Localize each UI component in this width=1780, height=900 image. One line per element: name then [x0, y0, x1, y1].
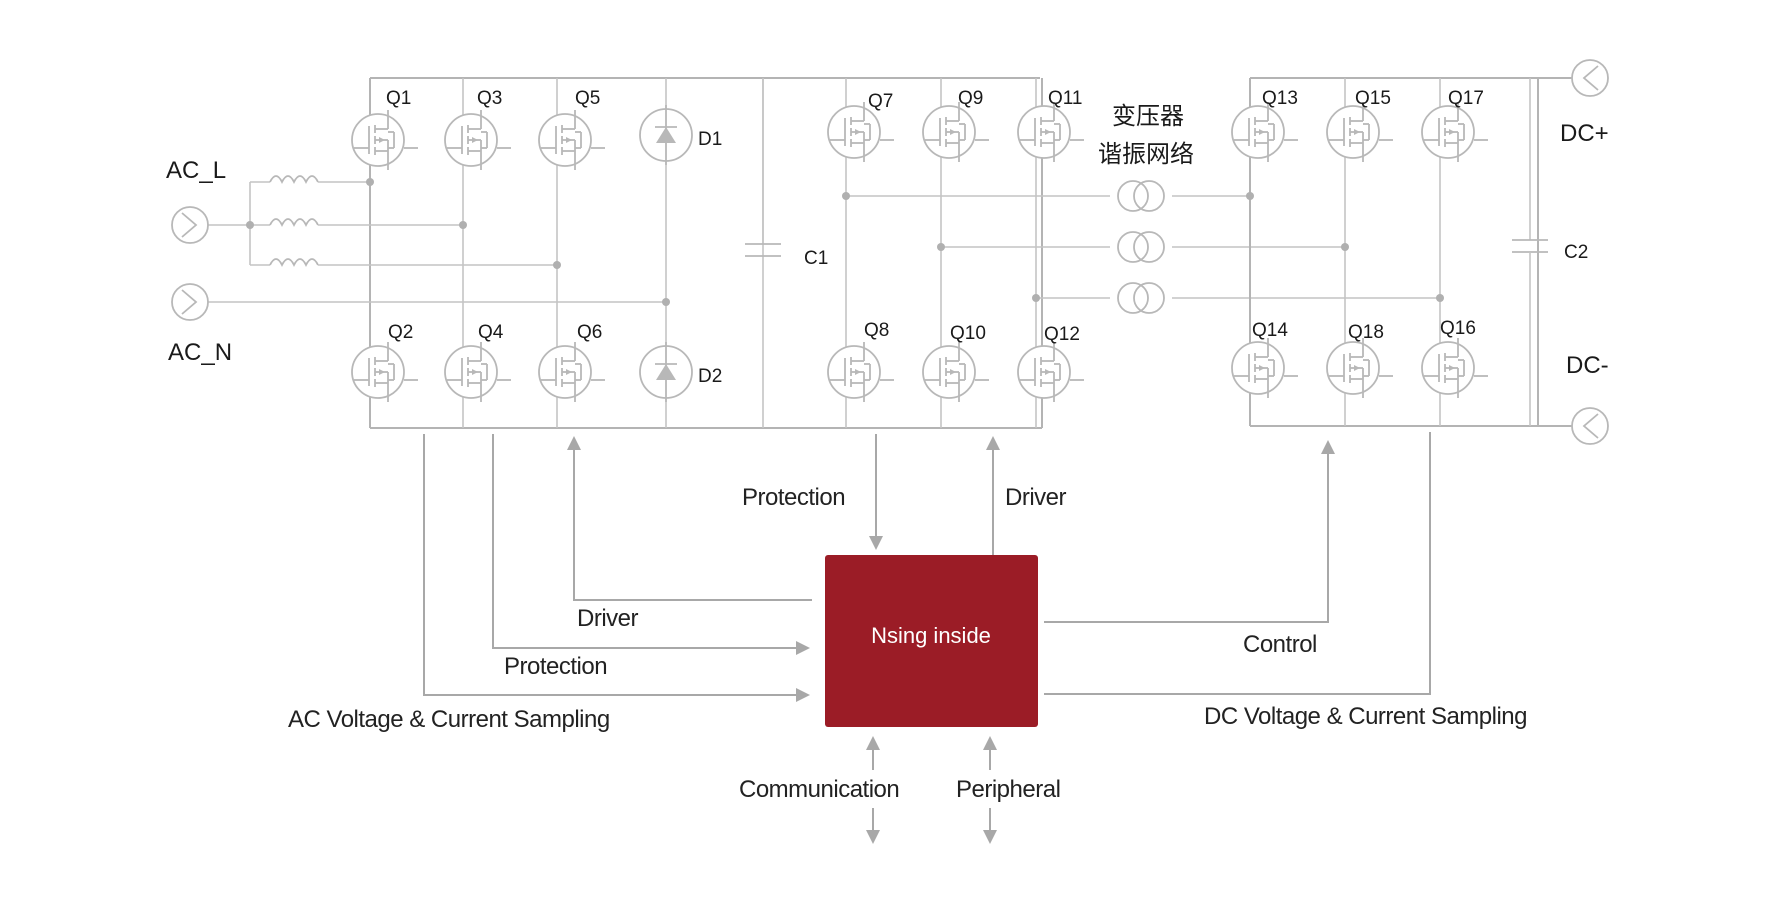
dc-minus-terminal-icon: [1571, 407, 1609, 445]
ac-l-label: AC_L: [166, 157, 226, 184]
communication-label: Communication: [739, 776, 899, 803]
communication-up-arrow-icon: [866, 736, 880, 750]
q6-label: Q6: [577, 322, 602, 343]
controller-box: [825, 555, 1038, 727]
q13-label: Q13: [1262, 88, 1298, 109]
protection-right-arrow-icon: [796, 641, 810, 655]
dc-plus-label: DC+: [1560, 120, 1609, 147]
q14-mosfet-icon: [1231, 337, 1299, 399]
driver-left-label: Driver: [577, 605, 639, 632]
protection-top-label: Protection: [742, 484, 845, 511]
protection-down-arrow-icon: [869, 536, 883, 550]
q10-mosfet-icon: [922, 341, 990, 403]
q13-mosfet-icon: [1231, 101, 1299, 163]
c1-capacitor-icon: [745, 78, 781, 257]
driver-up-arrow-icon: [986, 436, 1000, 450]
peripheral-up-arrow-icon: [983, 736, 997, 750]
q9-label: Q9: [958, 88, 983, 109]
q16-label: Q16: [1440, 318, 1476, 339]
q15-mosfet-icon: [1326, 101, 1394, 163]
communication-down-arrow-icon: [866, 830, 880, 844]
q17-mosfet-icon: [1421, 101, 1489, 163]
q4-mosfet-icon: [444, 341, 512, 403]
protection-left-label: Protection: [504, 653, 607, 680]
transformer-title: 变压器: [1112, 102, 1184, 130]
d1-diode-icon: [639, 104, 693, 166]
dc-plus-terminal-icon: [1571, 59, 1609, 97]
q3-mosfet-icon: [444, 109, 512, 171]
q16-mosfet-icon: [1421, 337, 1489, 399]
driver-left-arrow-icon: [567, 436, 581, 450]
q11-mosfet-icon: [1017, 101, 1085, 163]
transformer-1-icon: [1117, 180, 1165, 212]
c1-label: C1: [804, 248, 828, 269]
peripheral-down-arrow-icon: [983, 830, 997, 844]
q10-label: Q10: [950, 323, 986, 344]
q18-label: Q18: [1348, 322, 1384, 343]
ac-bridge: [190, 77, 1043, 429]
q14-label: Q14: [1252, 320, 1288, 341]
q3-label: Q3: [477, 88, 502, 109]
dc-sampling-label: DC Voltage & Current Sampling: [1204, 703, 1527, 730]
d2-label: D2: [698, 366, 722, 387]
ac-sampling-arrow-icon: [796, 688, 810, 702]
q1-label: Q1: [386, 88, 411, 109]
peripheral-label: Peripheral: [956, 776, 1060, 803]
q1-mosfet-icon: [351, 109, 419, 171]
q7-label: Q7: [868, 91, 893, 112]
d2-diode-icon: [639, 341, 693, 403]
c2-capacitor-icon: [1512, 78, 1548, 426]
dc-minus-label: DC-: [1566, 352, 1609, 379]
ac-n-terminal-icon: [171, 283, 209, 321]
transformer-3-icon: [1117, 282, 1165, 314]
q8-mosfet-icon: [827, 341, 895, 403]
ac-n-label: AC_N: [168, 339, 232, 366]
q2-mosfet-icon: [351, 341, 419, 403]
ac-sampling-label: AC Voltage & Current Sampling: [288, 706, 610, 733]
control-label: Control: [1243, 631, 1317, 658]
q12-mosfet-icon: [1017, 341, 1085, 403]
d1-label: D1: [698, 129, 722, 150]
q9-mosfet-icon: [922, 101, 990, 163]
q8-label: Q8: [864, 320, 889, 341]
q12-label: Q12: [1044, 324, 1080, 345]
q15-label: Q15: [1355, 88, 1391, 109]
q6-mosfet-icon: [538, 341, 606, 403]
q18-mosfet-icon: [1326, 337, 1394, 399]
q11-label: Q11: [1048, 88, 1083, 109]
driver-top-label: Driver: [1005, 484, 1067, 511]
q5-label: Q5: [575, 88, 600, 109]
signal-lines: [423, 432, 1431, 844]
controller-label: Nsing inside: [871, 623, 991, 648]
ac-l-terminal-icon: [171, 206, 209, 244]
q2-label: Q2: [388, 322, 413, 343]
transformer-2-icon: [1117, 231, 1165, 263]
c2-label: C2: [1564, 242, 1588, 263]
transformer-subtitle: 谐振网络: [1098, 140, 1194, 168]
control-up-arrow-icon: [1321, 440, 1335, 454]
q17-label: Q17: [1448, 88, 1484, 109]
q5-mosfet-icon: [538, 109, 606, 171]
q4-label: Q4: [478, 322, 504, 343]
